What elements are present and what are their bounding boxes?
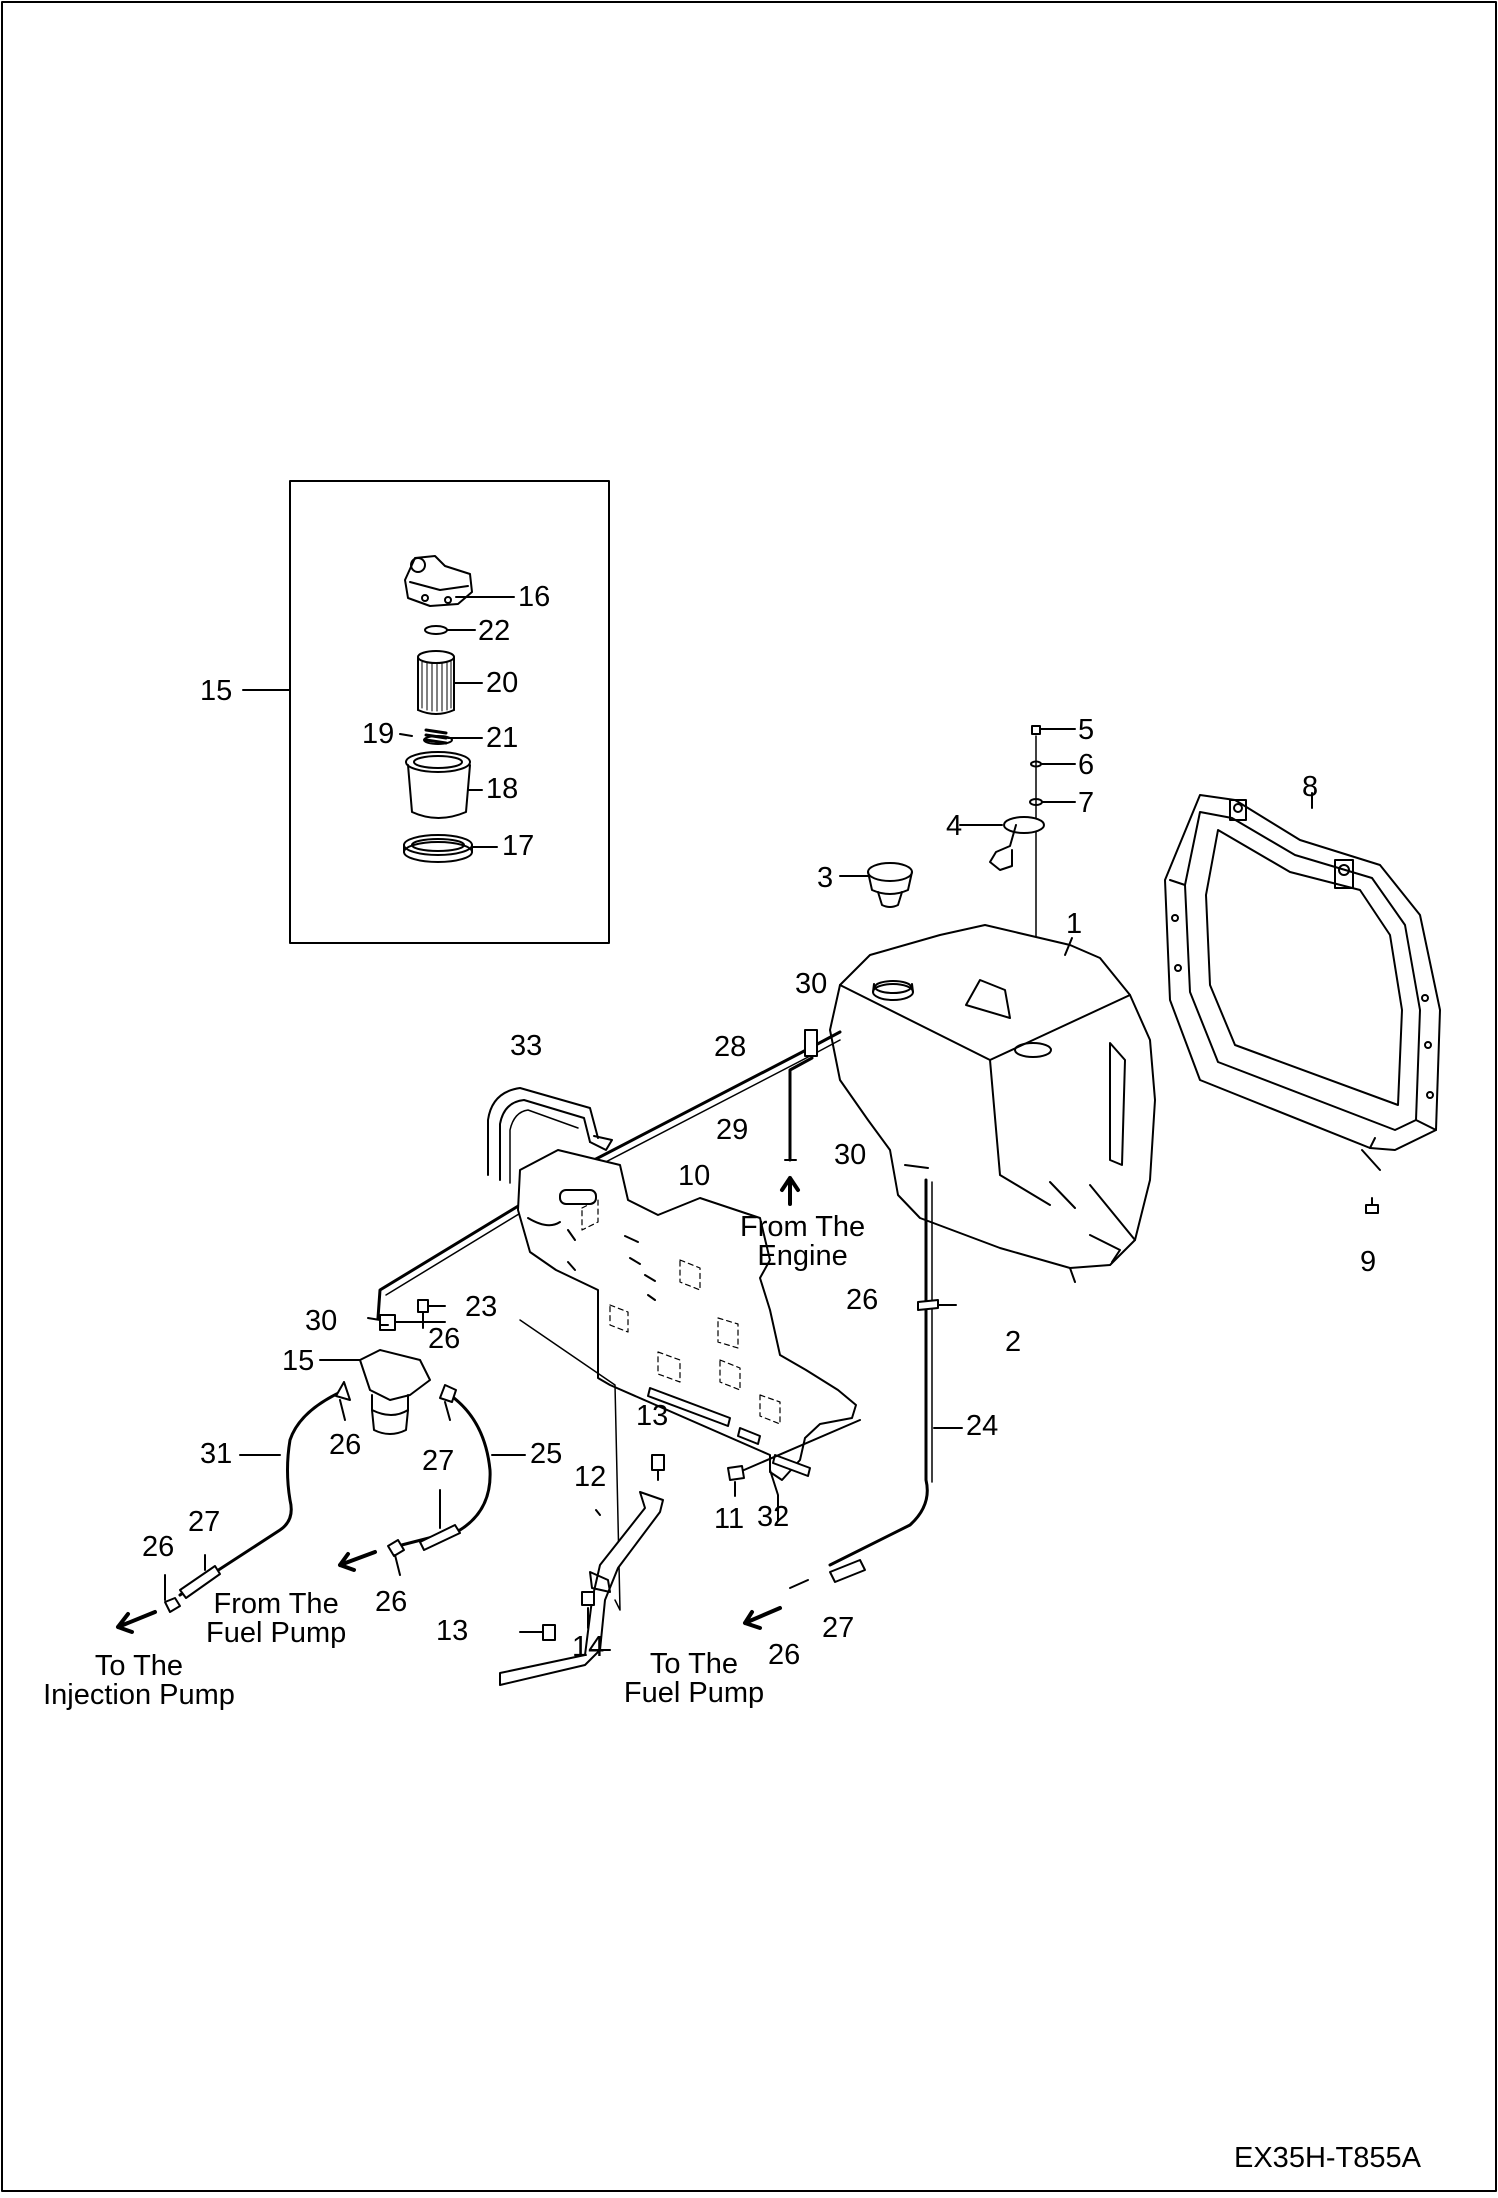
callout-5: 5 [1078,714,1095,746]
callout-31: 31 [200,1438,233,1470]
filter-element-part [417,650,455,715]
washer-part [423,735,453,745]
callout-11: 11 [714,1503,745,1535]
bracket-12 [499,1319,664,1686]
callout-30-b: 30 [834,1139,867,1171]
callout-27-c: 27 [822,1612,855,1644]
filter-inset-box [289,480,610,944]
callout-3: 3 [817,862,834,894]
callout-7: 7 [1078,787,1095,819]
hose-33 [487,1087,613,1184]
level-gauge-part [959,816,1045,871]
strip-32 [647,1387,811,1477]
callout-8: 8 [1302,771,1319,803]
callout-26-c: 26 [142,1531,175,1563]
callout-30-c: 30 [305,1305,338,1337]
callout-10: 10 [678,1160,711,1192]
callout-26-d: 26 [375,1586,408,1618]
callout-26-f: 26 [768,1639,801,1671]
callout-27-b: 27 [422,1445,455,1477]
callout-13-upper: 13 [636,1400,669,1432]
callout-6: 6 [1078,749,1095,781]
filter-head-part [404,555,473,607]
ring-nut-part [403,834,473,863]
callout-17: 17 [502,830,535,862]
callout-25: 25 [530,1438,563,1470]
cover-plate-part [517,1149,857,1481]
bolt-23 [417,1299,429,1313]
hose-31 [116,1381,351,1634]
callout-2: 2 [1005,1326,1022,1358]
callout-4: 4 [946,810,963,842]
callout-19: 19 [362,718,395,750]
callout-21: 21 [486,722,519,754]
callout-12: 12 [574,1461,607,1493]
callout-22: 22 [478,615,511,647]
callout-32: 32 [757,1501,790,1533]
bolt-13-lower [542,1624,556,1641]
callout-18: 18 [486,773,519,805]
callout-1: 1 [1066,908,1083,940]
callout-15: 15 [282,1345,315,1377]
fuel-line-29 [784,1029,818,1162]
callout-14: 14 [572,1631,605,1663]
hose-24 [743,1178,963,1630]
callout-27-a: 27 [188,1506,221,1538]
nut-14 [581,1591,595,1606]
callout-23: 23 [465,1291,498,1323]
o-ring-part [424,625,448,635]
callout-9: 9 [1360,1246,1377,1278]
hose-25 [338,1384,526,1576]
tank-frame-part [1164,794,1441,1151]
callout-16: 16 [518,581,551,613]
callout-20: 20 [486,667,519,699]
callout-29: 29 [716,1114,749,1146]
callout-30-a: 30 [795,968,828,1000]
filter-bowl-part [405,751,471,819]
bolt-13-upper [651,1454,665,1471]
callout-28: 28 [714,1031,747,1063]
callout-15-inset: 15 [200,675,233,707]
callout-26-e: 26 [846,1284,879,1316]
filter-assembly-part [359,1349,431,1435]
drawing-code: EX35H-T855A [1234,2142,1421,2174]
filler-cap-part [839,862,913,908]
callout-26-a: 26 [428,1323,461,1355]
callout-33: 33 [510,1030,543,1062]
callout-26-b: 26 [329,1429,362,1461]
callout-13-lower: 13 [436,1615,469,1647]
fuel-tank-part [829,924,1156,1283]
bolt-11 [727,1465,745,1481]
bolt-9 [1365,1204,1379,1214]
callout-24: 24 [966,1410,999,1442]
